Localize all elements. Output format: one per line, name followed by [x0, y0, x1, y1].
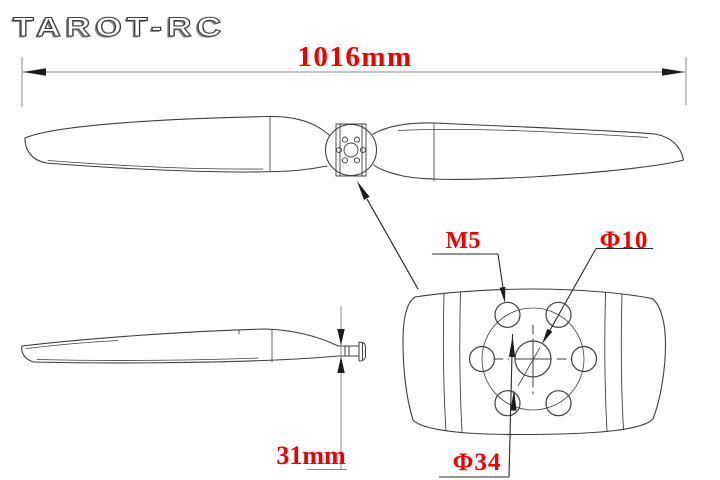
m5-callout	[432, 253, 506, 303]
phi10-callout	[517, 247, 653, 387]
hub-center-hole	[343, 142, 359, 158]
thickness-arrow-bottom	[337, 356, 345, 373]
left-blade-edge-line	[47, 160, 264, 170]
dimension-arrow-right	[662, 68, 685, 76]
brand-logo: TAROT-RC	[12, 11, 227, 43]
overall-length-label: 1016mm	[297, 41, 412, 73]
hub-bolt-holes	[335, 136, 367, 164]
side-blade-tip	[21, 345, 34, 363]
phi34-arrowhead-upper	[508, 336, 516, 358]
detail-bolt-circle	[481, 307, 585, 411]
hub-thickness-dimension	[307, 306, 347, 470]
side-hub-shaft	[337, 341, 366, 362]
propeller-side-view	[21, 328, 366, 364]
hub-circle	[324, 123, 378, 177]
detail-leader-arrow	[357, 181, 419, 290]
bolt-circle-label: Φ34	[453, 449, 502, 476]
left-blade-outline	[24, 115, 330, 173]
phi34-callout	[439, 333, 517, 478]
overall-length-dimension	[21, 57, 687, 107]
side-blade-inner-top-line	[25, 340, 119, 349]
side-blade-inner-bottom-line	[36, 357, 259, 361]
side-blade-top-edge	[21, 328, 339, 347]
detail-leader-arrowhead	[357, 181, 370, 200]
phi10-arrowhead	[542, 328, 553, 344]
detail-clamp-bands	[442, 292, 624, 432]
side-blade-bottom-edge	[32, 355, 339, 364]
m5-arrowhead	[499, 286, 506, 303]
dimension-arrow-left	[23, 68, 46, 76]
hub-detail-view	[402, 288, 667, 436]
hub-thickness-label: 31mm	[276, 441, 346, 470]
mount-thread-label: M5	[446, 228, 481, 254]
right-blade-edge-line	[397, 128, 649, 138]
center-hole-label: Φ10	[600, 227, 649, 254]
right-blade-outline	[372, 122, 685, 180]
hub-mount-plate	[335, 123, 367, 177]
detail-outer-body	[402, 288, 667, 436]
propeller-front-view	[24, 115, 685, 182]
thickness-arrow-top	[337, 329, 345, 346]
phi34-arrowhead-lower	[510, 389, 517, 411]
